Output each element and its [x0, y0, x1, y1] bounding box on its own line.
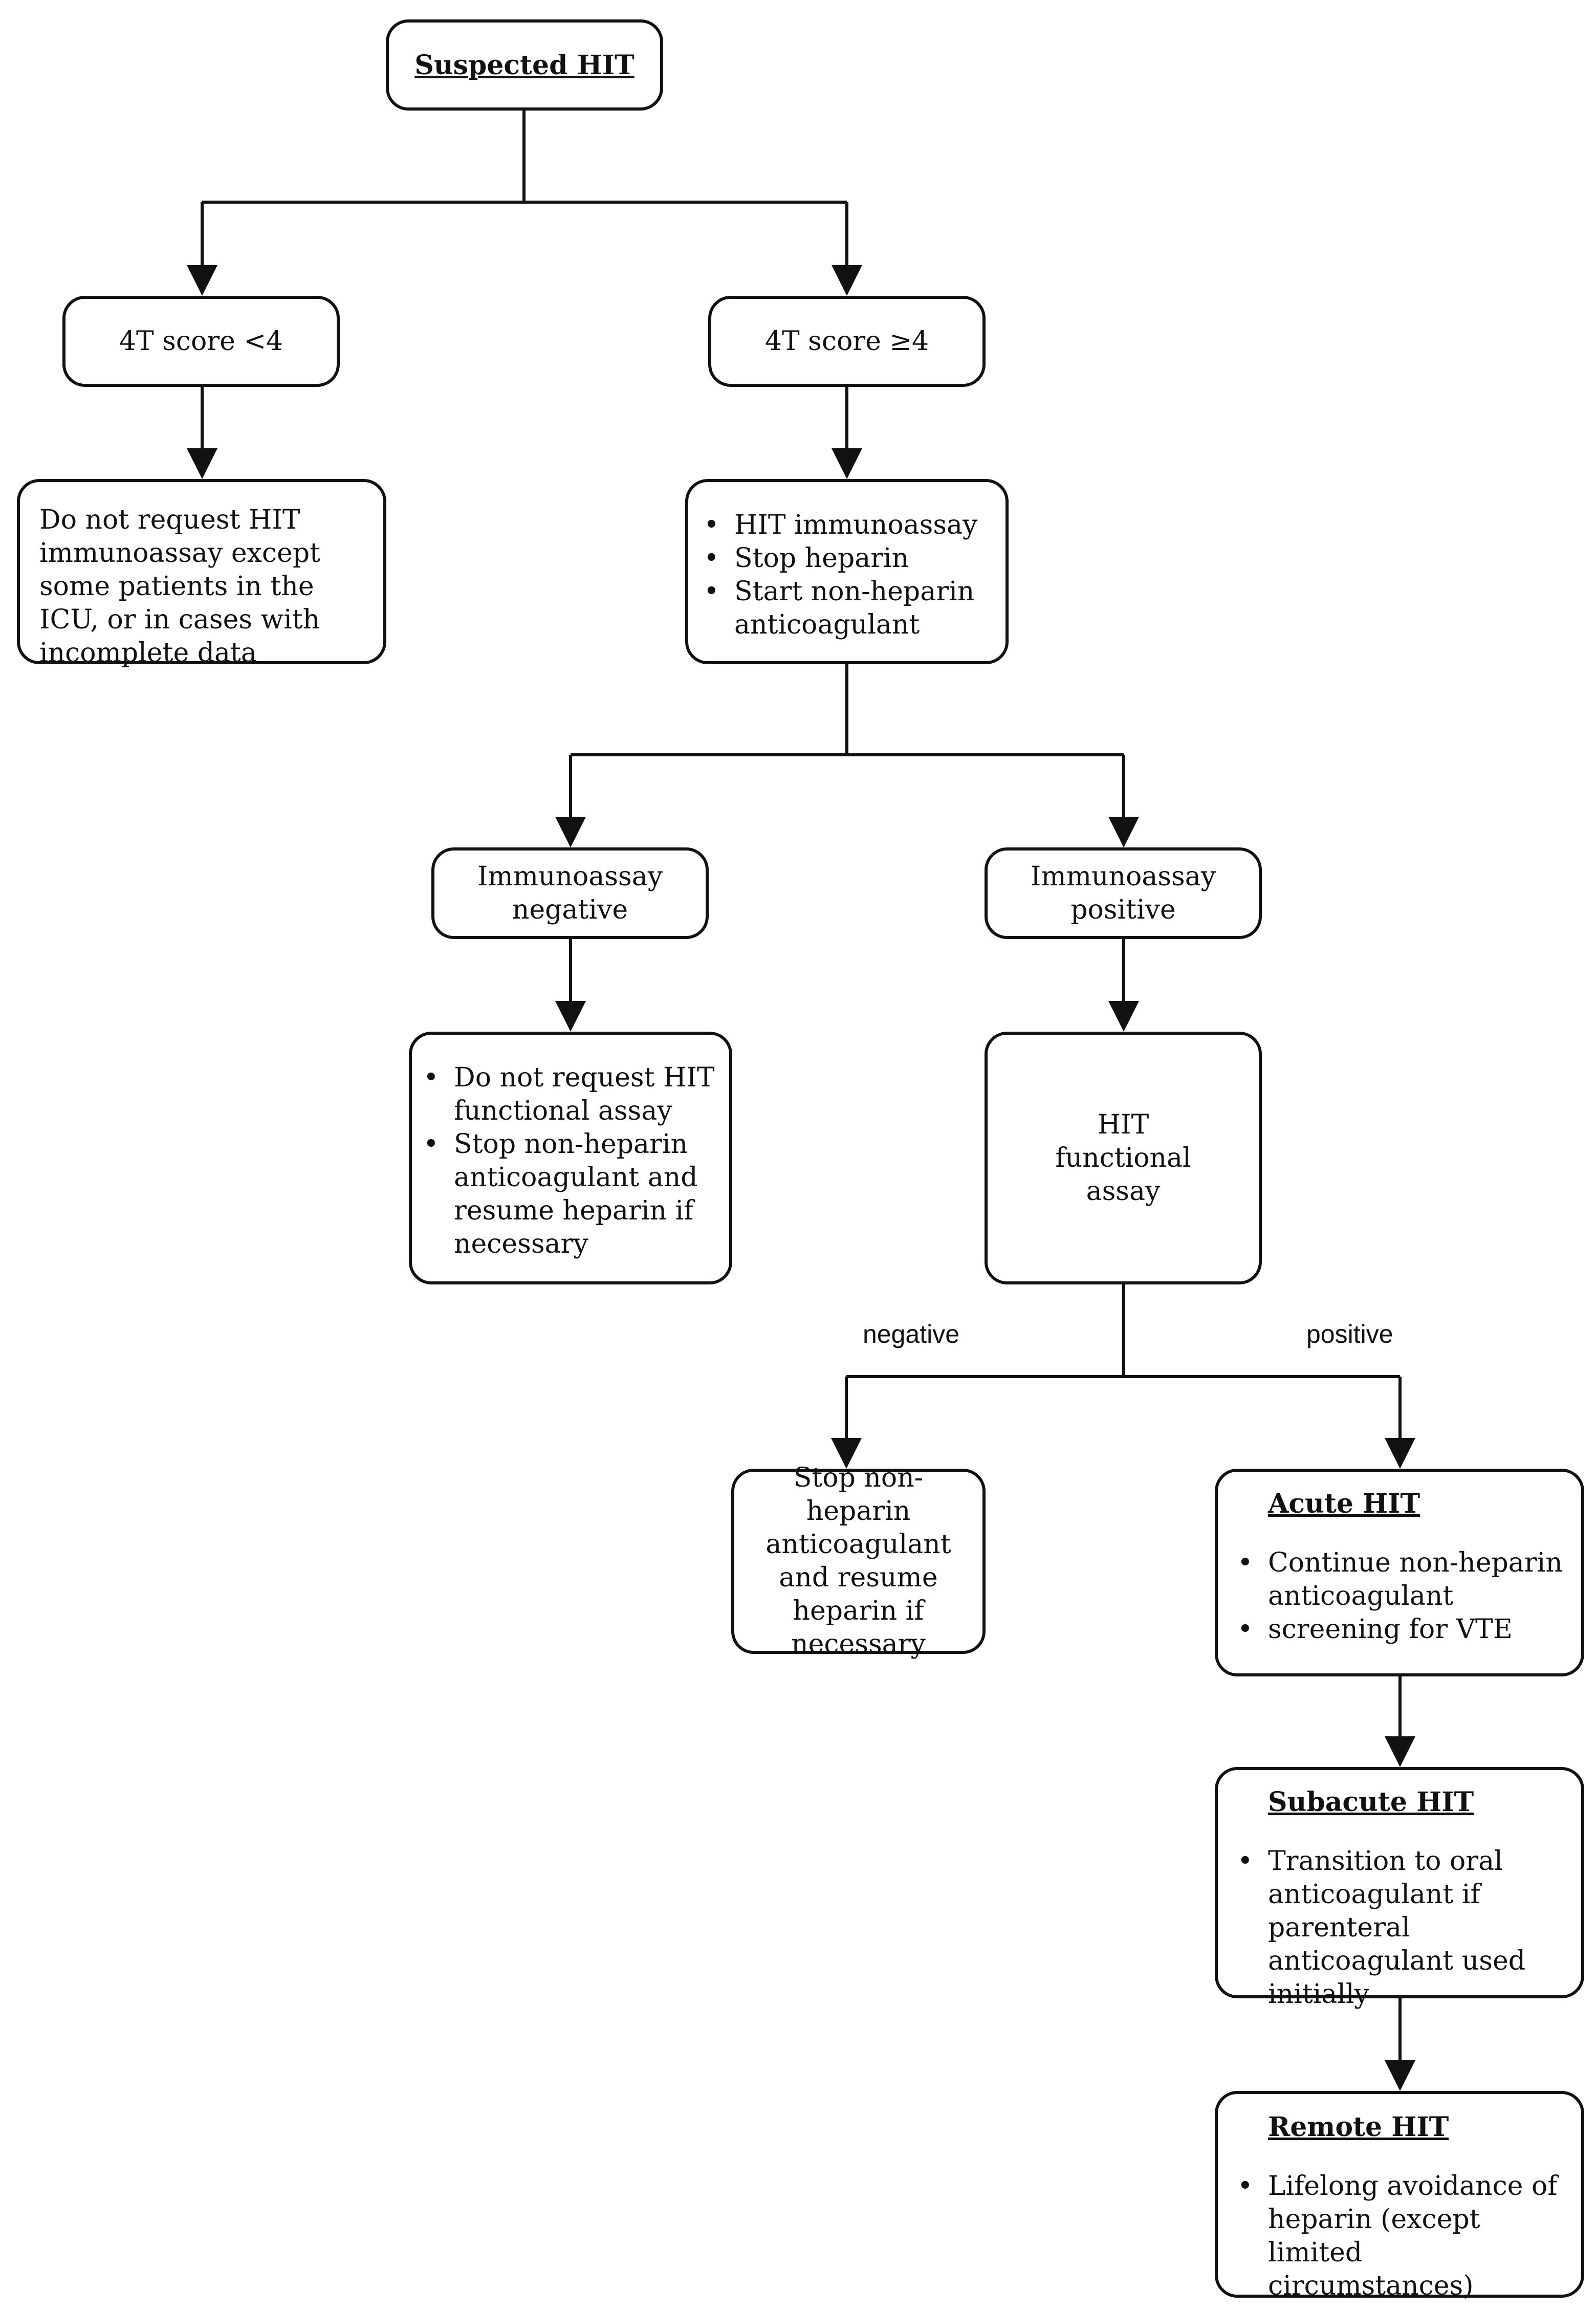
node-suspected-hit: Suspected HIT [386, 19, 663, 111]
node-immunoassay-positive: Immunoassay positive [985, 847, 1262, 939]
node-low-score-action: Do not request HIT immunoassay except so… [17, 479, 386, 668]
action-list: Do not request HIT functional assay Stop… [423, 1061, 717, 1261]
action-item: Lifelong avoidance of heparin (except li… [1237, 2170, 1571, 2303]
action-item: Stop heparin [704, 542, 995, 575]
action-list: Continue non-heparin anticoagulant scree… [1237, 1546, 1571, 1646]
node-immunoassay-negative: Immunoassay negative [431, 847, 709, 939]
node-functional-assay: HIT functional assay [985, 1032, 1262, 1284]
action-list: Lifelong avoidance of heparin (except li… [1237, 2170, 1571, 2303]
node-score-high: 4T score ≥4 [708, 296, 986, 387]
edge-label-positive: positive [1306, 1320, 1393, 1348]
edge-label-negative: negative [863, 1320, 960, 1348]
node-subacute-hit: Subacute HIT Transition to oral anticoag… [1215, 1767, 1584, 2010]
node-score-low: 4T score <4 [62, 296, 340, 387]
stage-title: Remote HIT [1268, 2111, 1449, 2143]
node-label: 4T score ≥4 [764, 325, 929, 357]
node-label: HIT functional assay [1055, 1109, 1191, 1207]
stage-title: Acute HIT [1268, 1488, 1420, 1519]
node-label: Immunoassay negative [477, 861, 663, 925]
node-negative-immunoassay-actions: Do not request HIT functional assay Stop… [409, 1032, 732, 1284]
action-list: HIT immunoassay Stop heparin Start non-h… [704, 509, 995, 642]
action-item: Do not request HIT functional assay [423, 1061, 717, 1128]
node-remote-hit: Remote HIT Lifelong avoidance of heparin… [1215, 2091, 1584, 2301]
action-item: HIT immunoassay [704, 509, 995, 542]
node-label: Immunoassay positive [1030, 861, 1216, 925]
node-label: 4T score <4 [119, 325, 283, 357]
node-functional-negative-action: Stop non-heparin anticoagulant and resum… [731, 1463, 986, 1660]
node-title: Suspected HIT [414, 49, 635, 81]
action-item: Transition to oral anticoagulant if pare… [1237, 1845, 1571, 2011]
node-high-score-actions: HIT immunoassay Stop heparin Start non-h… [685, 479, 1009, 664]
action-item: screening for VTE [1237, 1613, 1571, 1646]
action-item: Stop non-heparin anticoagulant and resum… [423, 1128, 717, 1261]
node-text: Stop non-heparin anticoagulant and resum… [766, 1463, 951, 1660]
action-item: Start non-heparin anticoagulant [704, 575, 995, 642]
stage-title: Subacute HIT [1268, 1786, 1474, 1818]
action-list: Transition to oral anticoagulant if pare… [1237, 1845, 1571, 2011]
node-acute-hit: Acute HIT Continue non-heparin anticoagu… [1215, 1469, 1584, 1676]
node-text: Do not request HIT immunoassay except so… [39, 505, 320, 668]
action-item: Continue non-heparin anticoagulant [1237, 1546, 1571, 1613]
